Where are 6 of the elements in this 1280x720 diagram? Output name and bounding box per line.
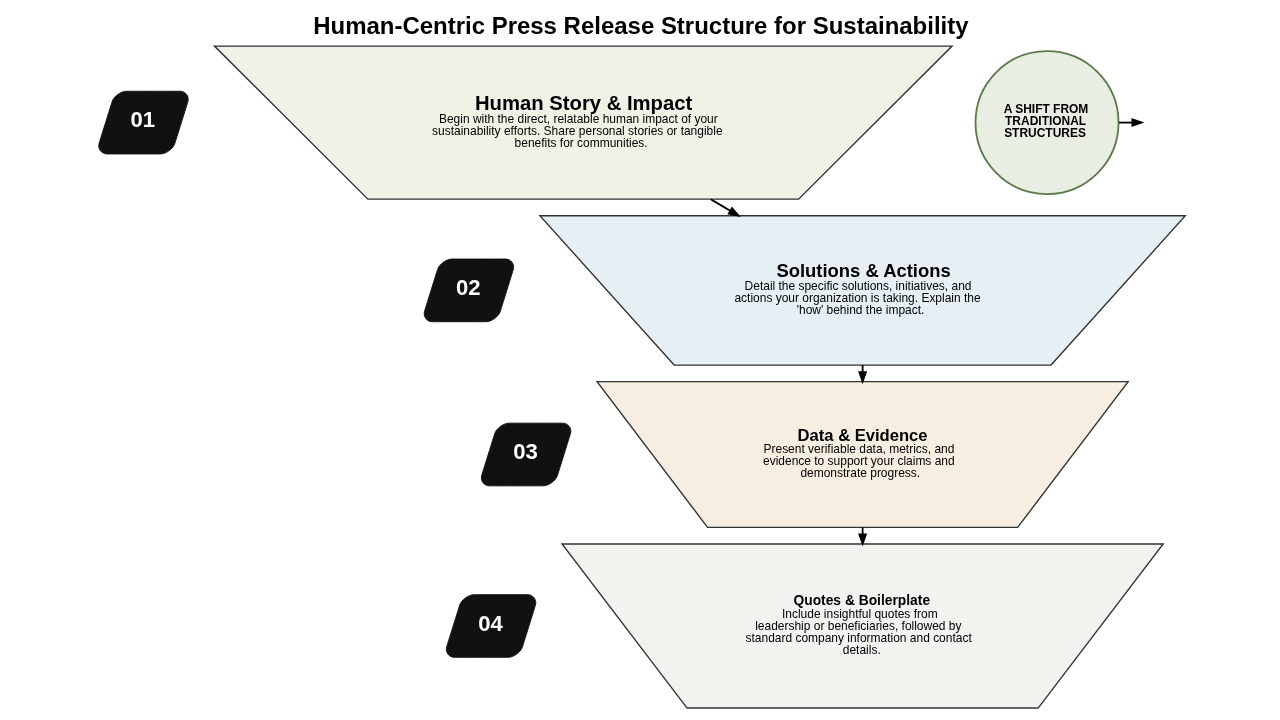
diagram-title: Human-Centric Press Release Structure for Sustainability xyxy=(312,11,969,39)
arrow xyxy=(709,198,741,218)
arrow xyxy=(1117,118,1144,128)
node-circle: A SHIFT FROM TRADITIONAL STRUCTURES xyxy=(974,50,1119,195)
arrow xyxy=(857,526,867,547)
arrow xyxy=(857,364,867,385)
